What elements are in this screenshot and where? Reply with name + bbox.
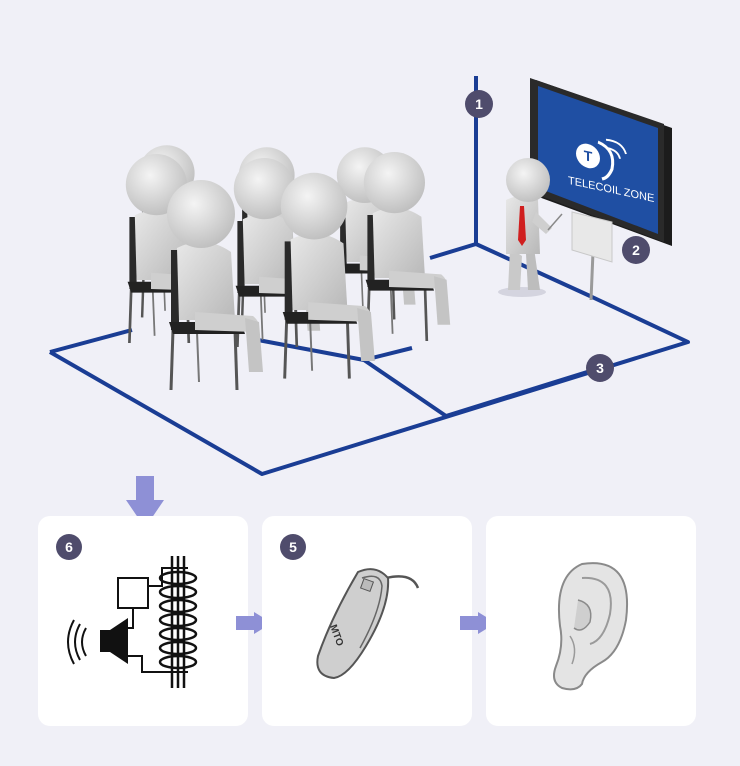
panel-hearing-aid: 5 MTO <box>262 516 472 726</box>
badge-3: 3 <box>586 354 614 382</box>
badge-6: 6 <box>56 534 82 560</box>
svg-text:3: 3 <box>596 360 604 376</box>
badge-5: 5 <box>280 534 306 560</box>
amplifier-box <box>117 577 149 609</box>
coil-diagram <box>67 556 198 688</box>
coil-icon <box>158 556 198 688</box>
panel-ear <box>486 516 696 726</box>
badge-1: 1 <box>465 90 493 118</box>
presenter-figure <box>498 158 563 297</box>
speaker-icon <box>67 618 128 665</box>
badge-2: 2 <box>622 236 650 264</box>
info-sign <box>571 211 613 263</box>
panel-coil: 6 <box>38 516 248 726</box>
sign-letter: T <box>584 147 593 165</box>
arrow-down-icon <box>126 476 164 528</box>
telecoil-screen: T TELECOIL ZONE <box>530 78 672 246</box>
t-badge-icon <box>576 143 600 169</box>
red-tie <box>518 206 526 246</box>
svg-text:1: 1 <box>475 96 483 112</box>
svg-text:2: 2 <box>632 242 640 258</box>
ear-with-sound-waves-icon <box>597 140 615 181</box>
classroom-scene: T TELECOIL ZONE 1 <box>49 76 690 476</box>
hearing-aid-icon: MTO <box>316 568 420 680</box>
ear-icon <box>553 562 628 691</box>
